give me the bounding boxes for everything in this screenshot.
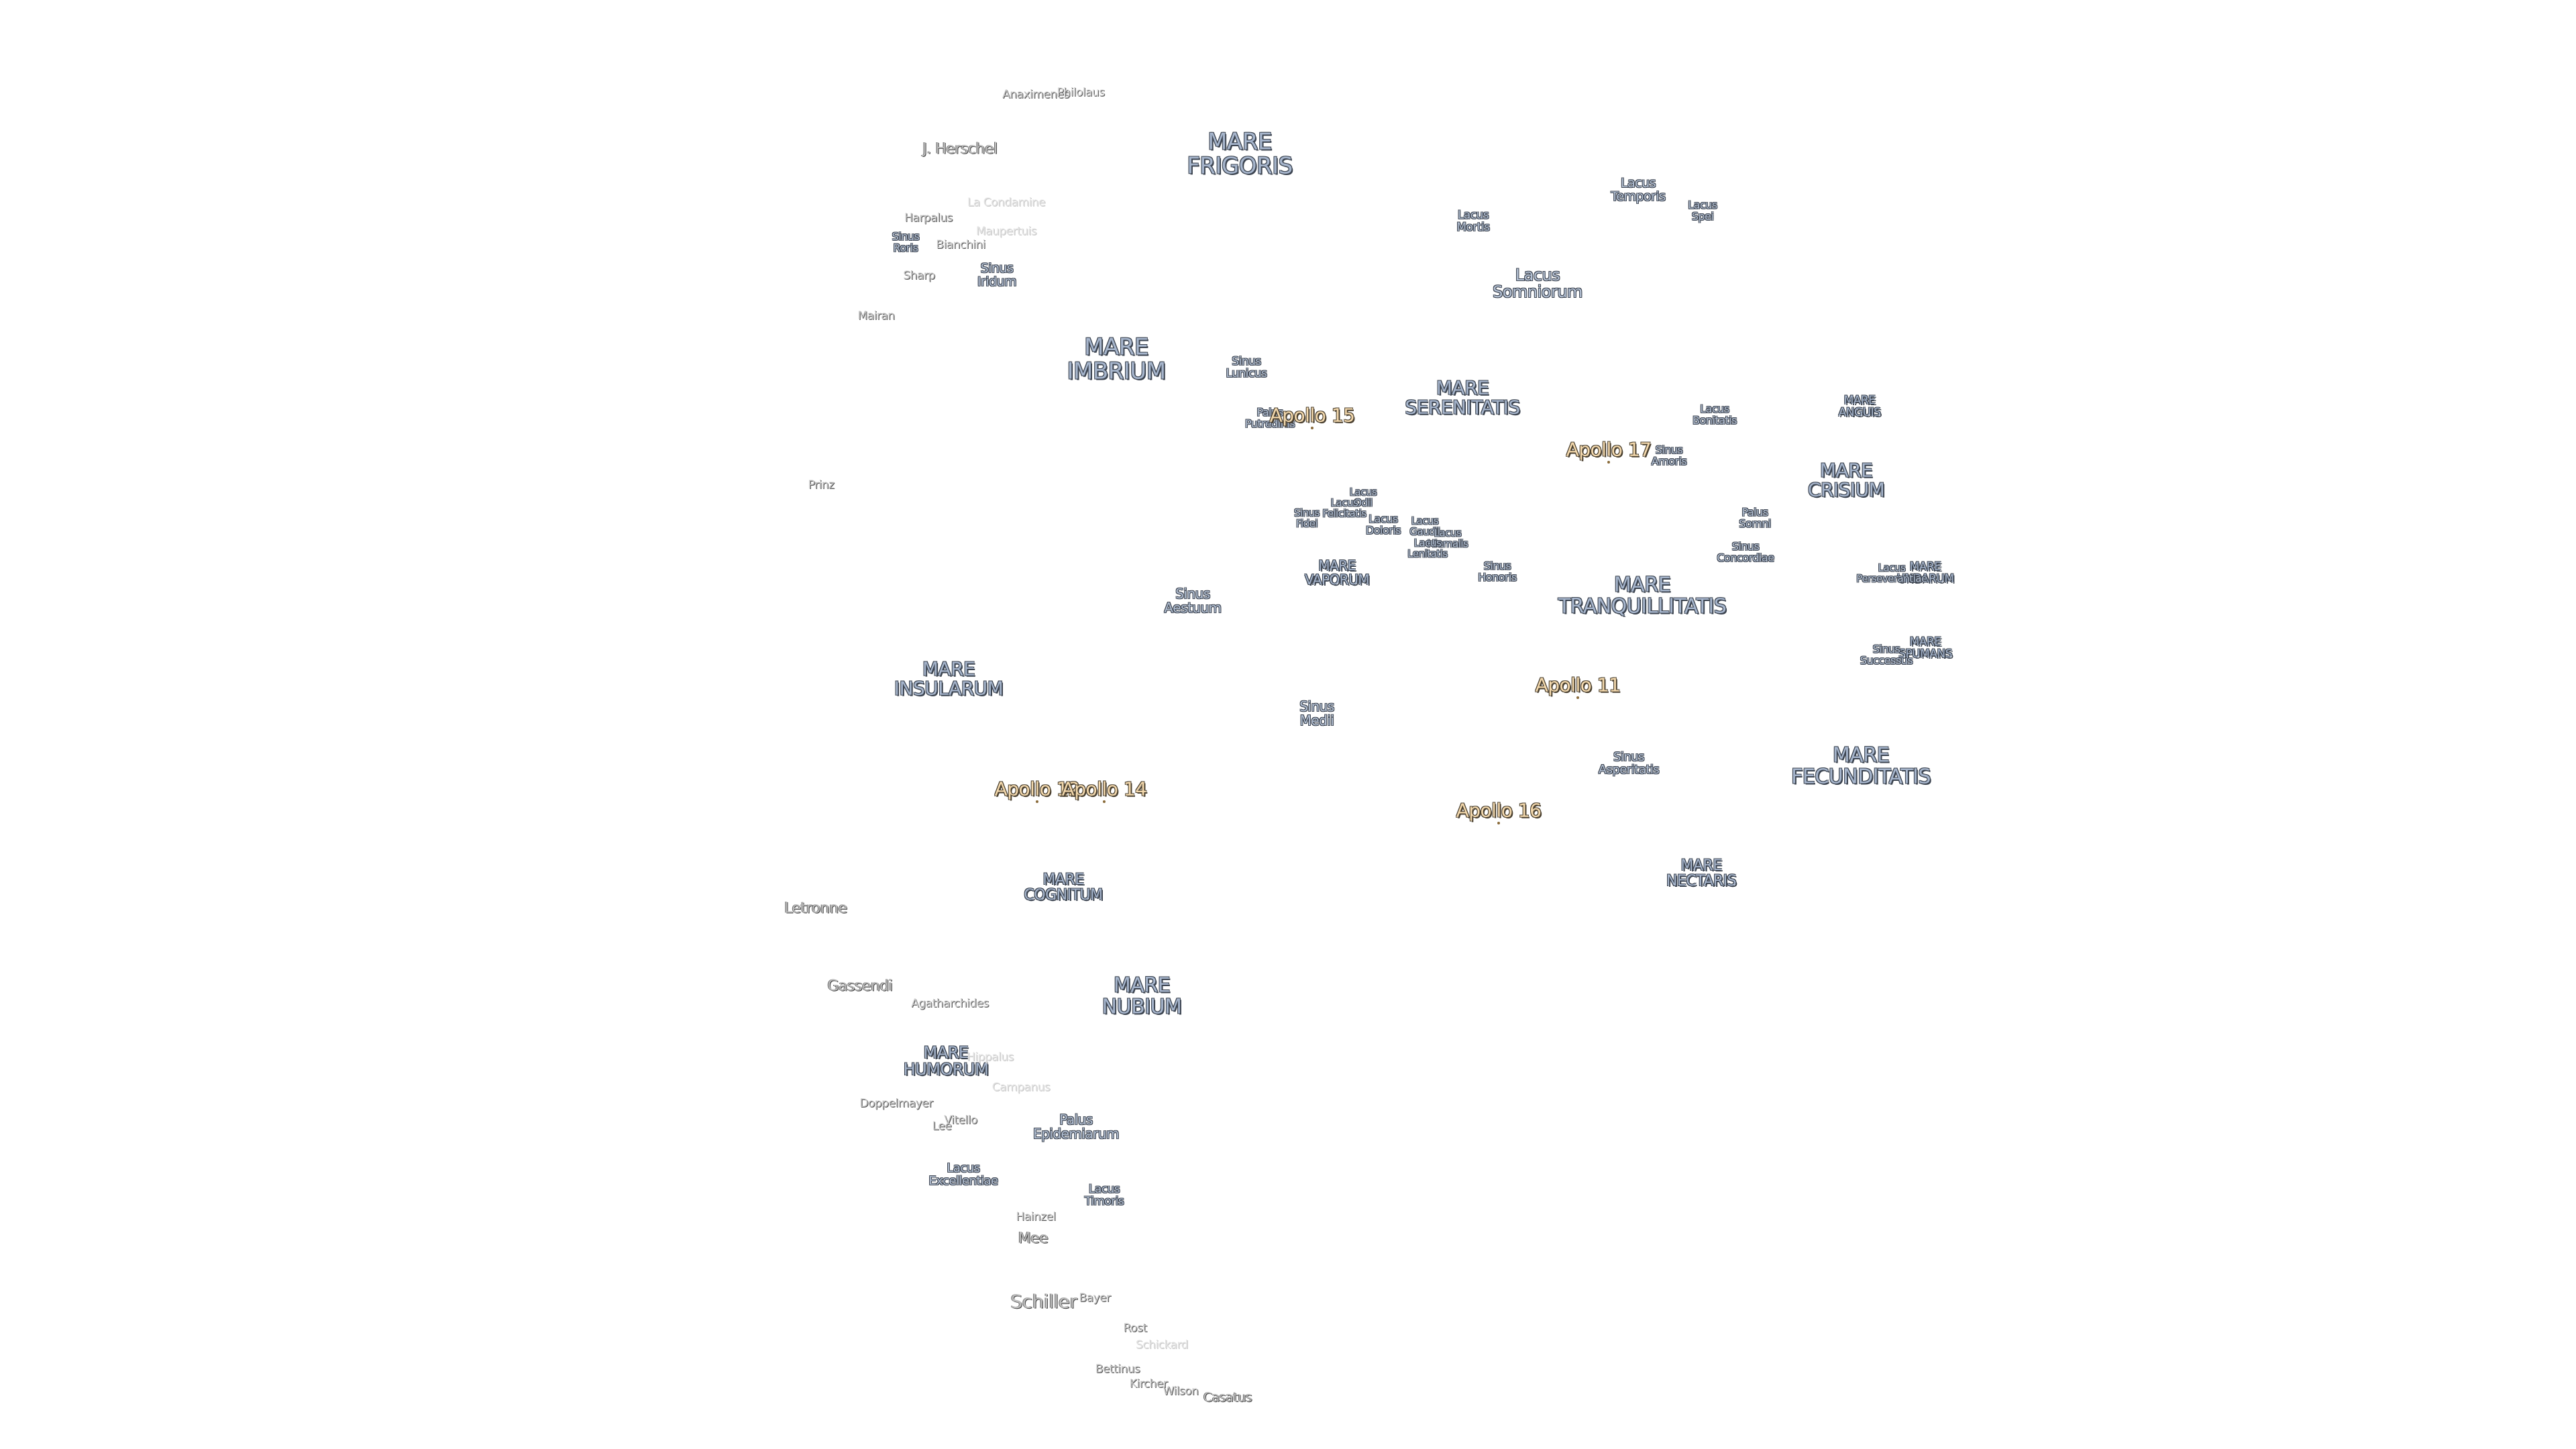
label-crater-rost: Rost: [1123, 1322, 1147, 1336]
label-crater-bianchini: Bianchini: [936, 238, 985, 252]
landing-site-marker: [1576, 696, 1579, 699]
label-lacus-doloris: Lacus Doloris: [1365, 513, 1401, 537]
label-mare-nubium: MARE NUBIUM: [1102, 973, 1182, 1018]
label-lacus-lenitatis: Lacus Lenitatis: [1407, 537, 1448, 559]
label-lacus-hiemalis: Lacus Hiemalis: [1427, 527, 1468, 549]
label-crater-doppelmayer: Doppelmayer: [859, 1097, 933, 1111]
label-crater-sharp: Sharp: [903, 269, 935, 283]
label-mare-vaporum: MARE VAPORUM: [1304, 557, 1370, 588]
label-sinus-asperitatis: Sinus Asperitatis: [1598, 750, 1660, 777]
label-crater-campanus: Campanus: [991, 1081, 1051, 1095]
label-mare-undarum: MARE UNDARUM: [1896, 560, 1954, 586]
label-mare-cognitum: MARE COGNITUM: [1024, 871, 1103, 904]
label-sinus-medii: Sinus Medii: [1299, 698, 1334, 729]
label-apollo-14: Apollo 14: [1061, 777, 1147, 800]
landing-site-marker: [1607, 461, 1610, 464]
label-lacus-bonitatis: Lacus Bonitatis: [1693, 402, 1737, 427]
label-crater-mairan: Mairan: [857, 309, 896, 323]
label-sinus-fidei: Sinus Fidei: [1293, 506, 1320, 529]
label-crater-gassendi: Gassendi: [827, 977, 893, 995]
label-apollo-16: Apollo 16: [1456, 799, 1542, 822]
label-apollo-15: Apollo 15: [1269, 404, 1355, 427]
label-sinus-amoris: Sinus Amoris: [1651, 443, 1687, 468]
label-lacus-odii: Lacus Odii: [1349, 486, 1377, 508]
label-lacus-mortis: Lacus Mortis: [1456, 209, 1490, 234]
label-crater-agatharchides: Agatharchides: [911, 997, 989, 1011]
label-apollo-12: Apollo 12: [994, 777, 1080, 800]
label-lacus-gaudii: Lacus Gaudii: [1409, 515, 1440, 537]
landing-site-marker: [1311, 427, 1313, 429]
label-lacus-spei: Lacus Spei: [1688, 199, 1717, 223]
label-sinus-successus: Sinus Successus: [1860, 643, 1913, 667]
label-apollo-11: Apollo 11: [1535, 674, 1621, 696]
label-crater-j-herschel: J. Herschel: [922, 140, 998, 158]
label-sinus-iridum: Sinus Iridum: [977, 261, 1017, 289]
label-mare-fecunditatis: MARE FECUNDITATIS: [1791, 743, 1931, 788]
label-crater-bettinus: Bettinus: [1095, 1362, 1140, 1377]
label-crater-casatus: Casatus: [1203, 1390, 1252, 1405]
label-crater-philolaus: Philolaus: [1057, 86, 1105, 100]
label-mare-frigoris: MARE FRIGORIS: [1187, 128, 1293, 179]
label-crater-letronne: Letronne: [784, 900, 847, 917]
label-crater-schickard: Schickard: [1136, 1338, 1188, 1352]
label-crater-la-condamine: La Condamine: [967, 196, 1046, 210]
label-sinus-aestuum: Sinus Aestuum: [1164, 586, 1222, 616]
label-apollo-17: Apollo 17: [1566, 438, 1652, 461]
label-crater-hippalus: Hippalus: [967, 1051, 1014, 1065]
label-mare-spumans: MARE SPUMANS: [1898, 635, 1952, 661]
label-crater-wilson: Wilson: [1163, 1385, 1199, 1399]
label-mare-serenitatis: MARE SERENITATIS: [1405, 376, 1520, 419]
label-lacus-temporis: Lacus Temporis: [1611, 176, 1666, 204]
label-mare-anguis: MARE ANGUIS: [1838, 394, 1881, 419]
label-sinus-honoris: Sinus Honoris: [1478, 559, 1517, 584]
label-crater-anaximenes: Anaximenes: [1002, 88, 1069, 102]
label-lacus-perseverantiae: Lacus Perseverantiae: [1856, 561, 1927, 584]
label-mare-crisium: MARE CRISIUM: [1807, 459, 1885, 501]
label-mare-humorum: MARE HUMORUM: [903, 1042, 989, 1079]
label-crater-kircher: Kircher: [1129, 1377, 1168, 1391]
label-sinus-concordiae: Sinus Concordiae: [1717, 540, 1774, 564]
label-mare-imbrium: MARE IMBRIUM: [1067, 333, 1166, 384]
label-lacus-timoris: Lacus Timoris: [1084, 1183, 1124, 1208]
label-crater-maupertuis: Maupertuis: [975, 225, 1037, 239]
label-crater-schiller: Schiller: [1010, 1290, 1078, 1313]
label-crater-lee: Lee: [932, 1120, 952, 1134]
label-lacus-somniorum: Lacus Somniorum: [1493, 265, 1582, 301]
label-palus-putredinis: Palus Putredinis: [1244, 406, 1295, 430]
label-crater-bayer: Bayer: [1079, 1291, 1111, 1305]
label-palus-epidemiarum: Palus Epidemiarum: [1032, 1112, 1120, 1142]
label-crater-hainzel: Hainzel: [1016, 1210, 1056, 1224]
label-lacus-excellentiae: Lacus Excellentiae: [928, 1161, 998, 1188]
label-mare-nectaris: MARE NECTARIS: [1666, 857, 1737, 890]
label-palus-somni: Palus Somni: [1739, 506, 1771, 530]
label-sinus-lunicus: Sinus Lunicus: [1226, 355, 1267, 380]
landing-site-marker: [1036, 800, 1038, 803]
label-crater-prinz: Prinz: [808, 478, 835, 492]
label-crater-mee: Mee: [1018, 1230, 1049, 1247]
label-mare-tranquillitatis: MARE TRANQUILLITATIS: [1558, 573, 1727, 618]
label-crater-vitello: Vitello: [944, 1114, 977, 1128]
label-mare-insularum: MARE INSULARUM: [894, 657, 1004, 700]
label-crater-harpalus: Harpalus: [904, 211, 953, 225]
landing-site-marker: [1103, 800, 1106, 803]
label-lacus-felicitatis: Lacus Felicitatis: [1322, 496, 1366, 519]
landing-site-marker: [1497, 822, 1500, 824]
label-sinus-roris: Sinus Roris: [892, 230, 920, 254]
